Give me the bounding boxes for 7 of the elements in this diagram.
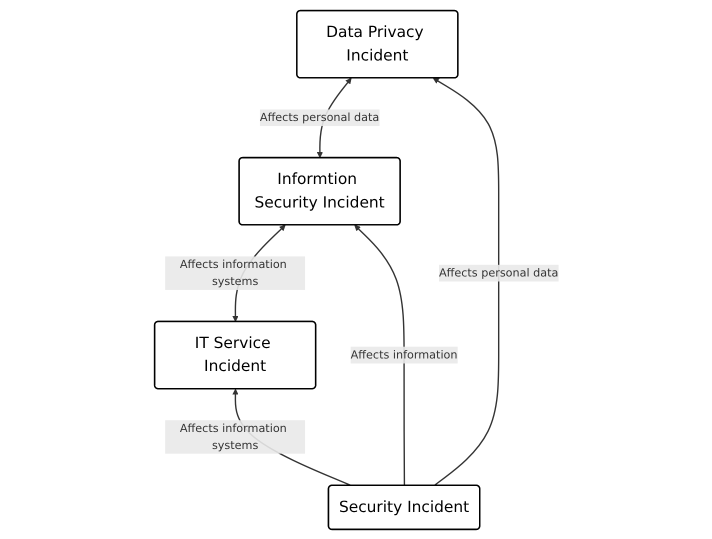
- edge-label: Affects personal data: [438, 266, 558, 279]
- arrow: [354, 224, 405, 486]
- edge-label: Affects information: [350, 348, 458, 361]
- edge-label: Affects personal data: [259, 110, 379, 124]
- edge-label: Affects information systems: [179, 421, 286, 452]
- arrow: [432, 77, 499, 486]
- edge-label: Affects information systems: [179, 257, 286, 288]
